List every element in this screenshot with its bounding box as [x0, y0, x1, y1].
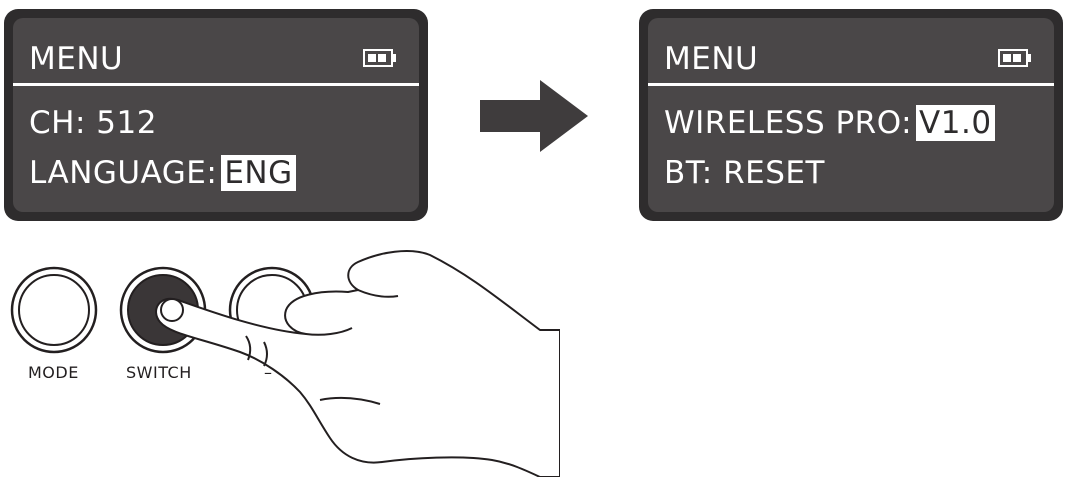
- button-panel-illustration: [10, 250, 560, 477]
- channel-line: CH: 512: [29, 105, 157, 141]
- menu-divider: [13, 83, 419, 86]
- switch-button-label: SWITCH: [126, 363, 192, 382]
- right-arrow-icon: [480, 80, 588, 152]
- minus-button-label: –: [264, 363, 273, 382]
- pressing-hand-icon: [155, 250, 560, 477]
- language-label: LANGUAGE:: [29, 155, 218, 191]
- mode-button-label: MODE: [28, 363, 79, 382]
- bt-reset-line: BT: RESET: [664, 155, 825, 191]
- firmware-value-highlight: V1.0: [916, 105, 995, 141]
- language-line: LANGUAGE:ENG: [29, 154, 296, 192]
- mode-button[interactable]: [10, 266, 98, 354]
- display-screen-after: MENU WIRELESS PRO:V1.0 BT: RESET: [639, 9, 1063, 221]
- language-value-highlight: ENG: [221, 155, 296, 191]
- battery-icon: [363, 49, 396, 67]
- menu-divider: [648, 83, 1054, 86]
- display-face: MENU CH: 512 LANGUAGE:ENG: [13, 18, 419, 212]
- display-face: MENU WIRELESS PRO:V1.0 BT: RESET: [648, 18, 1054, 212]
- firmware-line: WIRELESS PRO:V1.0: [664, 104, 995, 142]
- menu-title: MENU: [29, 41, 124, 77]
- battery-icon: [998, 49, 1031, 67]
- firmware-label: WIRELESS PRO:: [664, 105, 913, 141]
- menu-title: MENU: [664, 41, 759, 77]
- display-screen-before: MENU CH: 512 LANGUAGE:ENG: [4, 9, 428, 221]
